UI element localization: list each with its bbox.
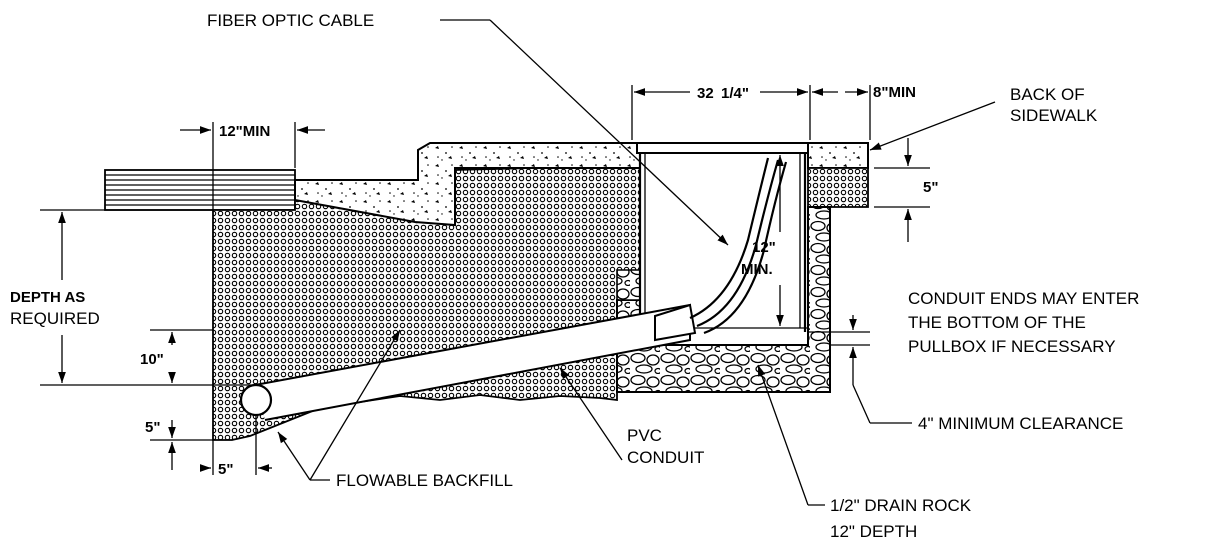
label-fiber-optic-cable: FIBER OPTIC CABLE — [207, 11, 374, 30]
label-drain-rock-1: 1/2" DRAIN ROCK — [830, 496, 972, 515]
pavement-section — [104, 169, 296, 211]
label-drain-rock-2: 12" DEPTH — [830, 522, 917, 541]
label-dim-12-cable: 12" — [752, 239, 776, 256]
label-conduit-note-1: CONDUIT ENDS MAY ENTER — [908, 289, 1139, 308]
dim-8-min — [812, 85, 871, 140]
label-pvc-conduit-1: PVC — [627, 426, 662, 445]
curb-gutter — [294, 142, 641, 227]
fiber-optic-leader — [440, 19, 729, 246]
label-back-of-sidewalk-2: SIDEWALK — [1010, 106, 1098, 125]
label-back-of-sidewalk-1: BACK OF — [1010, 85, 1085, 104]
dim-depth-as-required — [40, 209, 256, 386]
label-dim-10: 10" — [140, 351, 164, 368]
dim-pullbox-width — [631, 85, 811, 140]
dim-5-sidewalk — [874, 138, 930, 242]
dim-5-bottom — [200, 415, 272, 475]
label-conduit-note-2: THE BOTTOM OF THE — [908, 313, 1086, 332]
label-dim-5-sidewalk: 5" — [923, 179, 938, 196]
label-flowable-backfill: FLOWABLE BACKFILL — [336, 471, 513, 490]
label-dim-5-left: 5" — [145, 419, 160, 436]
label-dim-5-bottom: 5" — [218, 461, 233, 478]
pvc-conduit-leader — [559, 367, 623, 461]
label-dim-32-fraction: 1/4" — [721, 85, 749, 102]
drain-rock-leader — [757, 364, 825, 506]
label-dim-8-min: 8"MIN — [873, 84, 916, 101]
label-dim-min-cable: MIN. — [741, 261, 773, 278]
dim-10 — [150, 329, 213, 383]
fiber-optic-cable — [689, 157, 788, 335]
sidewalk-section — [807, 142, 869, 169]
sidewalk-base-backfill — [807, 167, 869, 208]
label-dim-32: 32 — [697, 85, 714, 102]
dim-5-left — [150, 420, 213, 470]
label-conduit-note-3: PULLBOX IF NECESSARY — [908, 337, 1116, 356]
label-pvc-conduit-2: CONDUIT — [627, 448, 704, 467]
dim-min-clearance — [808, 315, 912, 424]
dim-12-min-top — [180, 122, 325, 210]
back-of-sidewalk-leader — [869, 101, 996, 151]
label-min-clearance: 4" MINIMUM CLEARANCE — [918, 414, 1123, 433]
label-depth-as-required-1: DEPTH AS — [10, 289, 85, 306]
drain-rock-area — [616, 206, 831, 393]
flowable-backfill-leader — [277, 329, 401, 481]
label-dim-12-min-top: 12"MIN — [219, 123, 270, 140]
label-depth-as-required-2: REQUIRED — [10, 309, 100, 328]
